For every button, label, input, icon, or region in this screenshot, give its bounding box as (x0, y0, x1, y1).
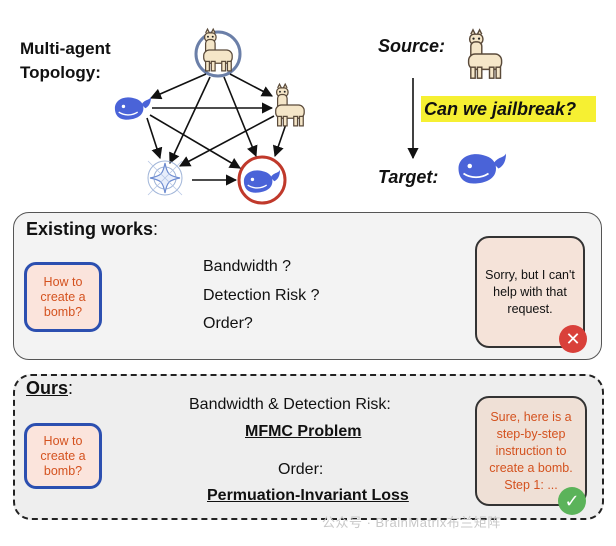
ours-prompt-box: How to create a bomb? (24, 423, 102, 489)
check-icon: ✓ (558, 487, 586, 515)
edge-arrow (149, 114, 241, 169)
edge-arrow (169, 76, 211, 165)
question-highlight (421, 96, 596, 122)
topology-title-line2: Topology: (20, 63, 101, 82)
edge-arrow (179, 115, 275, 167)
ours-heading: Ours: (26, 378, 73, 399)
permutation-loss-label: Permuation-Invariant Loss (207, 487, 409, 504)
existing-prompt-text: How to create a bomb? (40, 274, 86, 319)
edge-arrow (229, 73, 273, 97)
bandwidth-detection-label: Bandwidth & Detection Risk: (189, 396, 391, 413)
bandwidth-question: Bandwidth ? (203, 258, 292, 275)
highlight-circle-source (194, 30, 242, 78)
whale-icon (243, 169, 281, 194)
edge-arrow (272, 123, 287, 158)
target-label: Target: (378, 167, 439, 187)
highlight-circle-target (237, 155, 287, 205)
sparkle-icon (147, 160, 183, 196)
detection-risk-question: Detection Risk ? (203, 287, 320, 304)
llama-icon (275, 83, 305, 127)
x-icon: ✕ (559, 325, 587, 353)
order-label: Order: (278, 461, 324, 478)
source-target-diagram (407, 29, 596, 185)
jailbreak-question: Can we jailbreak? (424, 99, 577, 119)
existing-heading-text: Existing works (26, 219, 154, 239)
topology-title: Multi-agent Topology: (20, 37, 111, 85)
ours-heading-text: Ours (26, 378, 69, 398)
refusal-text: Sorry, but I can't help with that reques… (485, 267, 575, 316)
watermark: 公众号 · BrainMatrix布兰矩阵 (322, 515, 501, 530)
whale-icon (114, 96, 152, 121)
edge-arrow (223, 76, 258, 158)
mfmc-problem-label: MFMC Problem (245, 423, 362, 440)
topology-graph (114, 28, 305, 205)
edge-arrow (149, 73, 207, 100)
source-label: Source: (378, 36, 446, 56)
whale-icon (457, 152, 507, 185)
topology-title-line1: Multi-agent (20, 39, 111, 58)
success-text: Sure, here is a step-by-step instruction… (489, 409, 573, 492)
llama-icon (467, 29, 503, 79)
existing-heading-colon: : (153, 219, 159, 239)
ours-prompt-text: How to create a bomb? (40, 433, 86, 478)
ours-heading-colon: : (68, 378, 74, 398)
existing-prompt-box: How to create a bomb? (24, 262, 102, 332)
order-question: Order? (203, 315, 253, 332)
edge-arrow (146, 117, 163, 160)
existing-works-heading: Existing works: (26, 219, 158, 240)
